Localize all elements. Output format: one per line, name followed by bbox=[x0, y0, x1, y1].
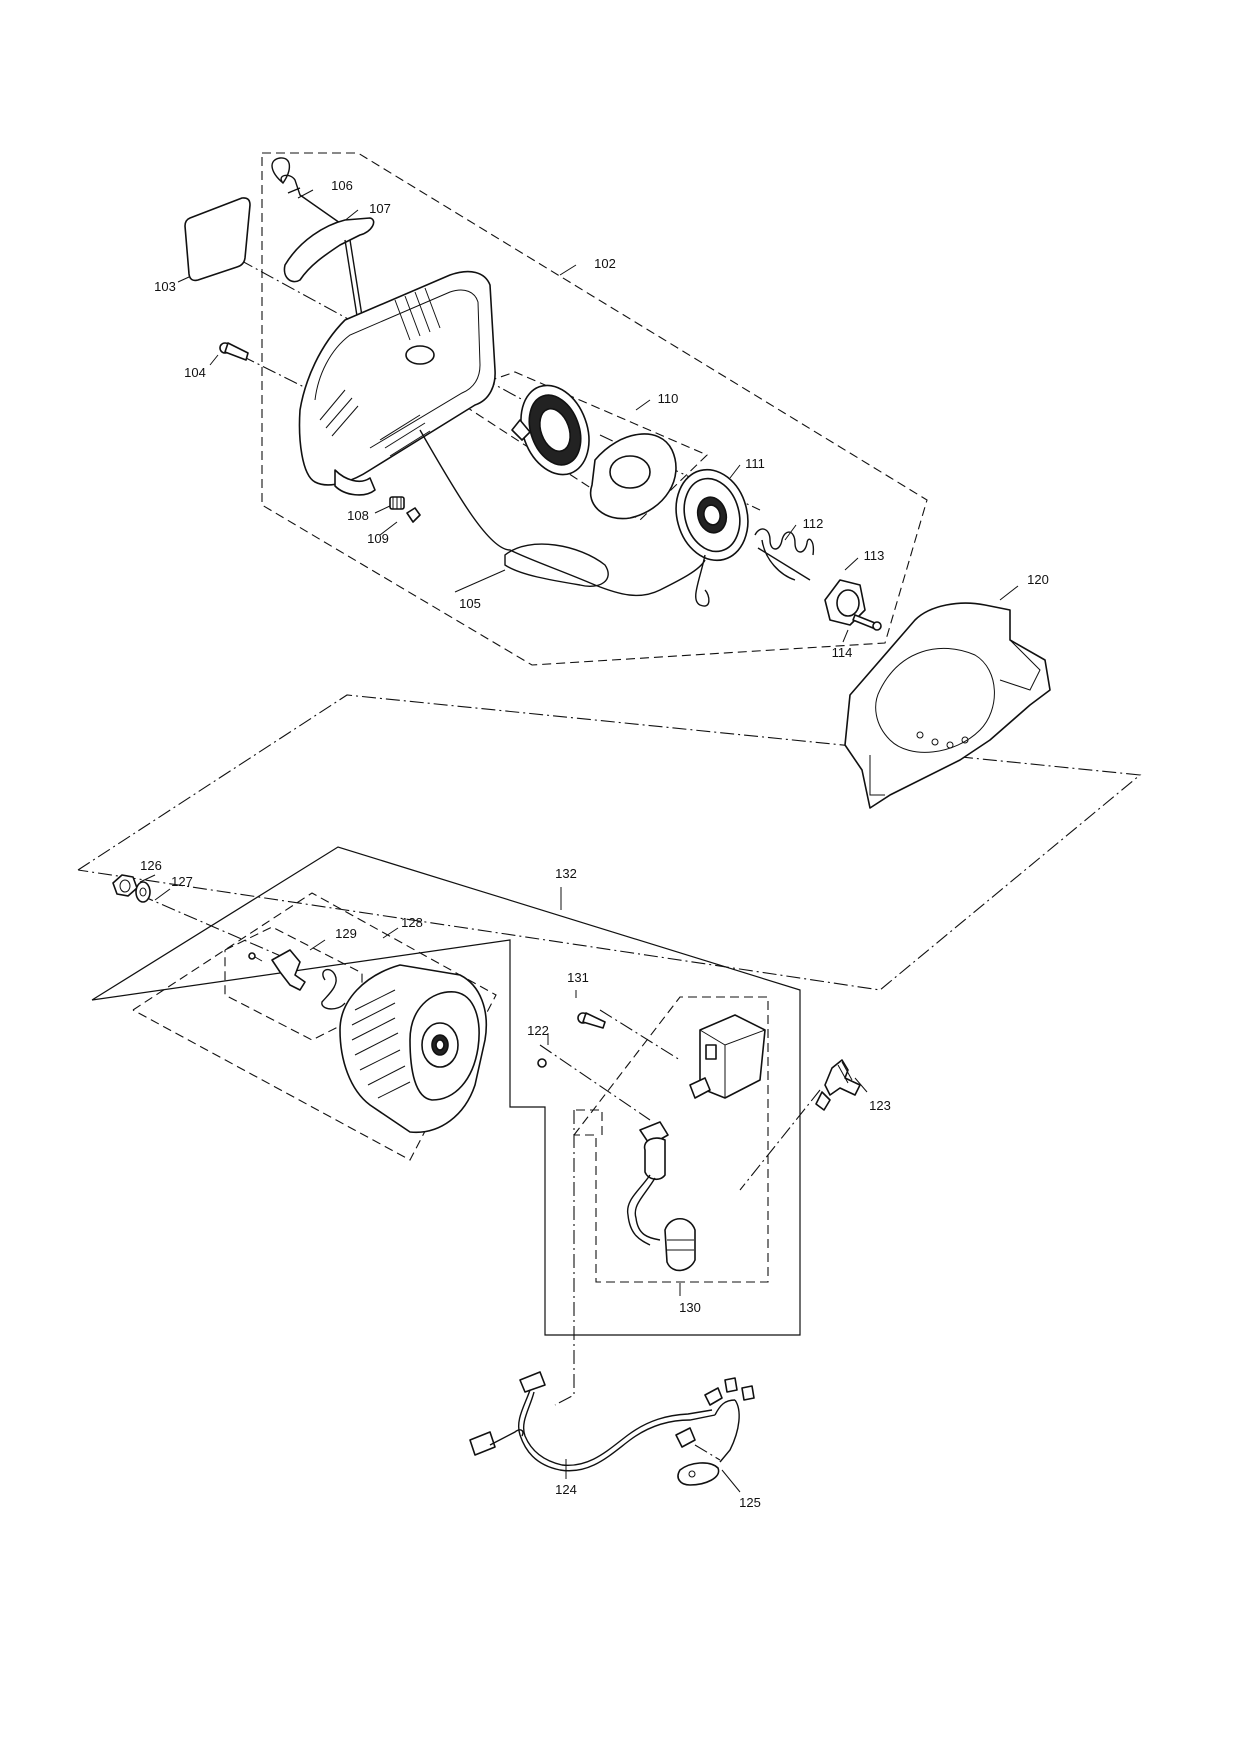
callout-122: 122 bbox=[527, 1023, 549, 1038]
pawl-109 bbox=[406, 507, 421, 523]
pulley-spring bbox=[754, 528, 815, 581]
callout-125: 125 bbox=[739, 1495, 761, 1510]
recoil-spring bbox=[511, 384, 590, 476]
housing-vent-fins bbox=[319, 287, 441, 457]
group-boundaries bbox=[77, 152, 1142, 1406]
rope-pulley bbox=[675, 468, 749, 607]
callout-123: 123 bbox=[869, 1098, 891, 1113]
callout-128: 128 bbox=[401, 915, 423, 930]
spark-plug bbox=[815, 1059, 861, 1111]
callout-127: 127 bbox=[171, 874, 193, 889]
starter-rope bbox=[419, 429, 706, 597]
cord-knot bbox=[271, 157, 351, 231]
callout-112: 112 bbox=[803, 516, 824, 531]
flywheel-fins bbox=[351, 989, 411, 1099]
ignition-coil-leader bbox=[574, 1109, 603, 1135]
starter-housing bbox=[298, 270, 496, 496]
callout-130: 130 bbox=[679, 1300, 701, 1315]
callout-104: 104 bbox=[184, 365, 206, 380]
callout-111: 111 bbox=[745, 456, 765, 471]
bolt-104 bbox=[219, 342, 249, 361]
ignition-coil-lead bbox=[626, 1121, 696, 1272]
callout-120: 120 bbox=[1027, 572, 1049, 587]
retainer-hub bbox=[824, 579, 866, 626]
callout-107: 107 bbox=[369, 201, 391, 216]
flywheel-washer bbox=[135, 881, 151, 903]
callout-105: 105 bbox=[459, 596, 481, 611]
callout-131: 131 bbox=[567, 970, 589, 985]
leader-lines bbox=[139, 189, 1019, 1493]
callout-114: 114 bbox=[832, 645, 853, 660]
flywheel bbox=[339, 964, 487, 1134]
starter-assembly-outline bbox=[261, 152, 928, 666]
callout-106: 106 bbox=[331, 178, 353, 193]
ignition-coil-outline bbox=[573, 996, 769, 1283]
callout-labels: 102 103 104 105 106 107 108 109 110 111 … bbox=[140, 178, 1049, 1510]
pawl-kit bbox=[248, 949, 356, 1012]
flywheel-cover bbox=[844, 602, 1051, 809]
ignition-module bbox=[689, 1014, 766, 1099]
callout-124: 124 bbox=[555, 1482, 577, 1497]
flywheel-outline bbox=[132, 892, 497, 1161]
callout-113: 113 bbox=[864, 548, 885, 563]
screw-114 bbox=[852, 614, 882, 631]
bolt-131 bbox=[577, 1012, 606, 1029]
spring-cover-plate bbox=[589, 433, 677, 520]
callout-103: 103 bbox=[154, 279, 176, 294]
flywheel-cover-outline bbox=[77, 694, 1142, 991]
callout-132: 132 bbox=[555, 866, 577, 881]
harness-link-line bbox=[554, 1110, 575, 1406]
callout-102: 102 bbox=[594, 256, 616, 271]
ground-wire bbox=[677, 1399, 740, 1486]
ignition-group-outline bbox=[91, 846, 801, 1336]
callout-129: 129 bbox=[335, 926, 357, 941]
cover-plate bbox=[184, 197, 251, 282]
screw-122 bbox=[537, 1058, 547, 1068]
wiring-harness bbox=[469, 1371, 755, 1472]
callout-109: 109 bbox=[367, 531, 389, 546]
spring-108 bbox=[389, 496, 405, 510]
flywheel-nut bbox=[112, 874, 138, 897]
callout-110: 110 bbox=[658, 391, 679, 406]
callout-126: 126 bbox=[140, 858, 162, 873]
callout-108: 108 bbox=[347, 508, 369, 523]
